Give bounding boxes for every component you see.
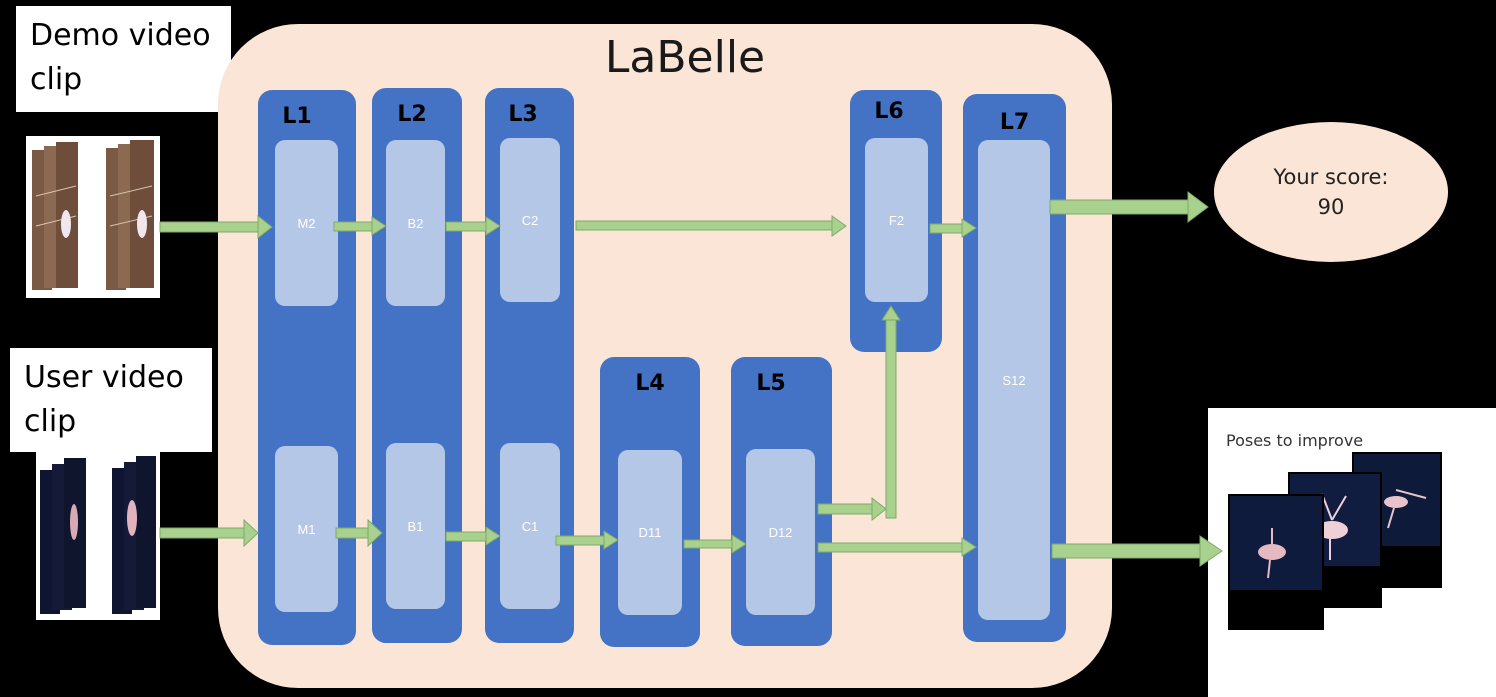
layer-l1-label: L1 bbox=[282, 104, 312, 129]
module-m1: M1 bbox=[275, 446, 338, 612]
demo-video-label: Demo video clip bbox=[16, 6, 231, 112]
module-c1: C1 bbox=[500, 443, 560, 609]
module-b1: B1 bbox=[386, 443, 445, 609]
poses-title: Poses to improve bbox=[1226, 431, 1364, 450]
score-value: 90 bbox=[1317, 195, 1345, 219]
arrow-d12-to-f2 bbox=[817, 305, 901, 522]
module-d11: D11 bbox=[618, 450, 682, 615]
layer-l4-label: L4 bbox=[635, 371, 665, 396]
module-f2: F2 bbox=[865, 138, 928, 302]
arrow-m1-to-b1 bbox=[335, 518, 383, 548]
user-video-label: User video clip bbox=[10, 348, 212, 452]
arrow-d11-to-d12 bbox=[683, 534, 747, 554]
user-video-thumbnail bbox=[36, 452, 160, 620]
poses-images bbox=[1228, 452, 1442, 630]
arrow-c1-to-d11 bbox=[555, 530, 619, 550]
demo-video-label-text: Demo video clip bbox=[30, 18, 211, 97]
layer-l7-label: L7 bbox=[999, 110, 1030, 135]
module-c2: C2 bbox=[500, 138, 560, 302]
diagram-title: LaBelle bbox=[604, 32, 766, 83]
arrow-c2-to-f2 bbox=[575, 215, 847, 237]
module-m2: M2 bbox=[275, 140, 338, 306]
score-label: Your score: bbox=[1273, 165, 1389, 189]
arrow-b1-to-c1 bbox=[445, 526, 501, 546]
layer-l6-label: L6 bbox=[874, 99, 904, 124]
user-video-label-text: User video clip bbox=[24, 360, 184, 439]
arrow-s12-to-poses bbox=[1051, 535, 1223, 567]
arrow-f2-to-s12 bbox=[929, 218, 977, 238]
arrow-b2-to-c2 bbox=[445, 216, 501, 236]
score-output: Your score: 90 bbox=[1214, 122, 1448, 262]
module-s12: S12 bbox=[978, 140, 1050, 620]
layer-l2-label: L2 bbox=[397, 102, 427, 127]
demo-video-thumbnail bbox=[26, 136, 160, 298]
module-d12: D12 bbox=[746, 449, 815, 615]
arrow-d12-to-s12 bbox=[817, 537, 977, 557]
arrow-user-to-m1 bbox=[159, 518, 259, 548]
layer-l3-label: L3 bbox=[508, 102, 538, 127]
module-b2: B2 bbox=[386, 140, 445, 306]
arrow-demo-to-m2 bbox=[159, 214, 273, 240]
arrow-m2-to-b2 bbox=[333, 216, 387, 236]
arrow-s12-to-score bbox=[1049, 191, 1209, 223]
layer-l5-label: L5 bbox=[756, 371, 786, 396]
